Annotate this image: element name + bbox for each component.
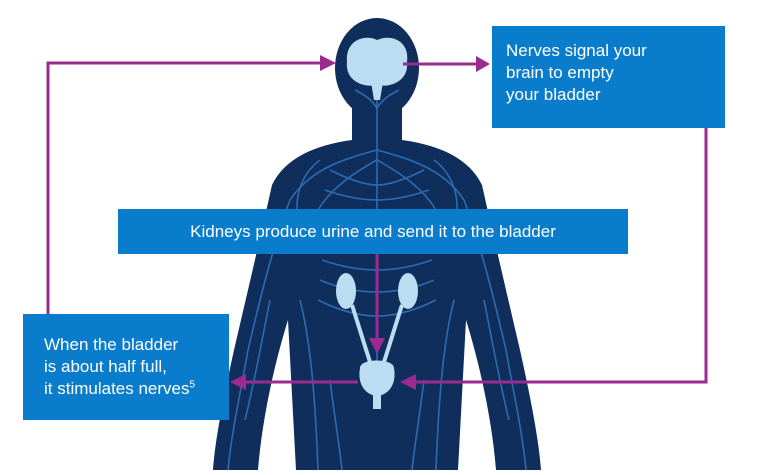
arrowhead-bladder-to-box [230, 374, 246, 390]
brain-icon [346, 37, 408, 86]
kidney-left-icon [336, 273, 356, 309]
brain-signal-line-1: Nerves signal your [506, 41, 647, 60]
bladder-line-3-text: it stimulates nerves [44, 379, 190, 398]
brainstem-icon [371, 82, 383, 100]
bladder-line-2: is about half full, [44, 357, 167, 376]
kidneys-label: Kidneys produce urine and send it to the… [190, 221, 556, 241]
arrowhead-to-bladder [400, 374, 416, 390]
organs [336, 37, 418, 409]
brain-signal-box: Nerves signal your brain to empty your b… [492, 26, 725, 128]
arrowhead-kidneys-to-bladder [369, 338, 385, 354]
kidney-right-icon [398, 273, 418, 309]
arrow-to-bladder [414, 128, 708, 384]
brain-signal-line-2: brain to empty [506, 63, 614, 82]
feedback-loop-arrows [46, 55, 708, 390]
urethra [373, 395, 381, 409]
brain-signal-line-3: your bladder [506, 85, 601, 104]
bladder-line-3: it stimulates nerves5 [44, 378, 229, 400]
arrowhead-brain-to-box [476, 56, 490, 72]
arrowhead-to-brain [320, 55, 336, 71]
nerve-network [227, 80, 527, 471]
bladder-box: When the bladder is about half full, it … [23, 314, 229, 420]
kidneys-box: Kidneys produce urine and send it to the… [118, 209, 628, 254]
bladder-line-1: When the bladder [44, 335, 179, 354]
arrow-to-brain [46, 61, 322, 318]
bladder-icon [359, 360, 395, 396]
footnote-marker: 5 [189, 379, 196, 391]
